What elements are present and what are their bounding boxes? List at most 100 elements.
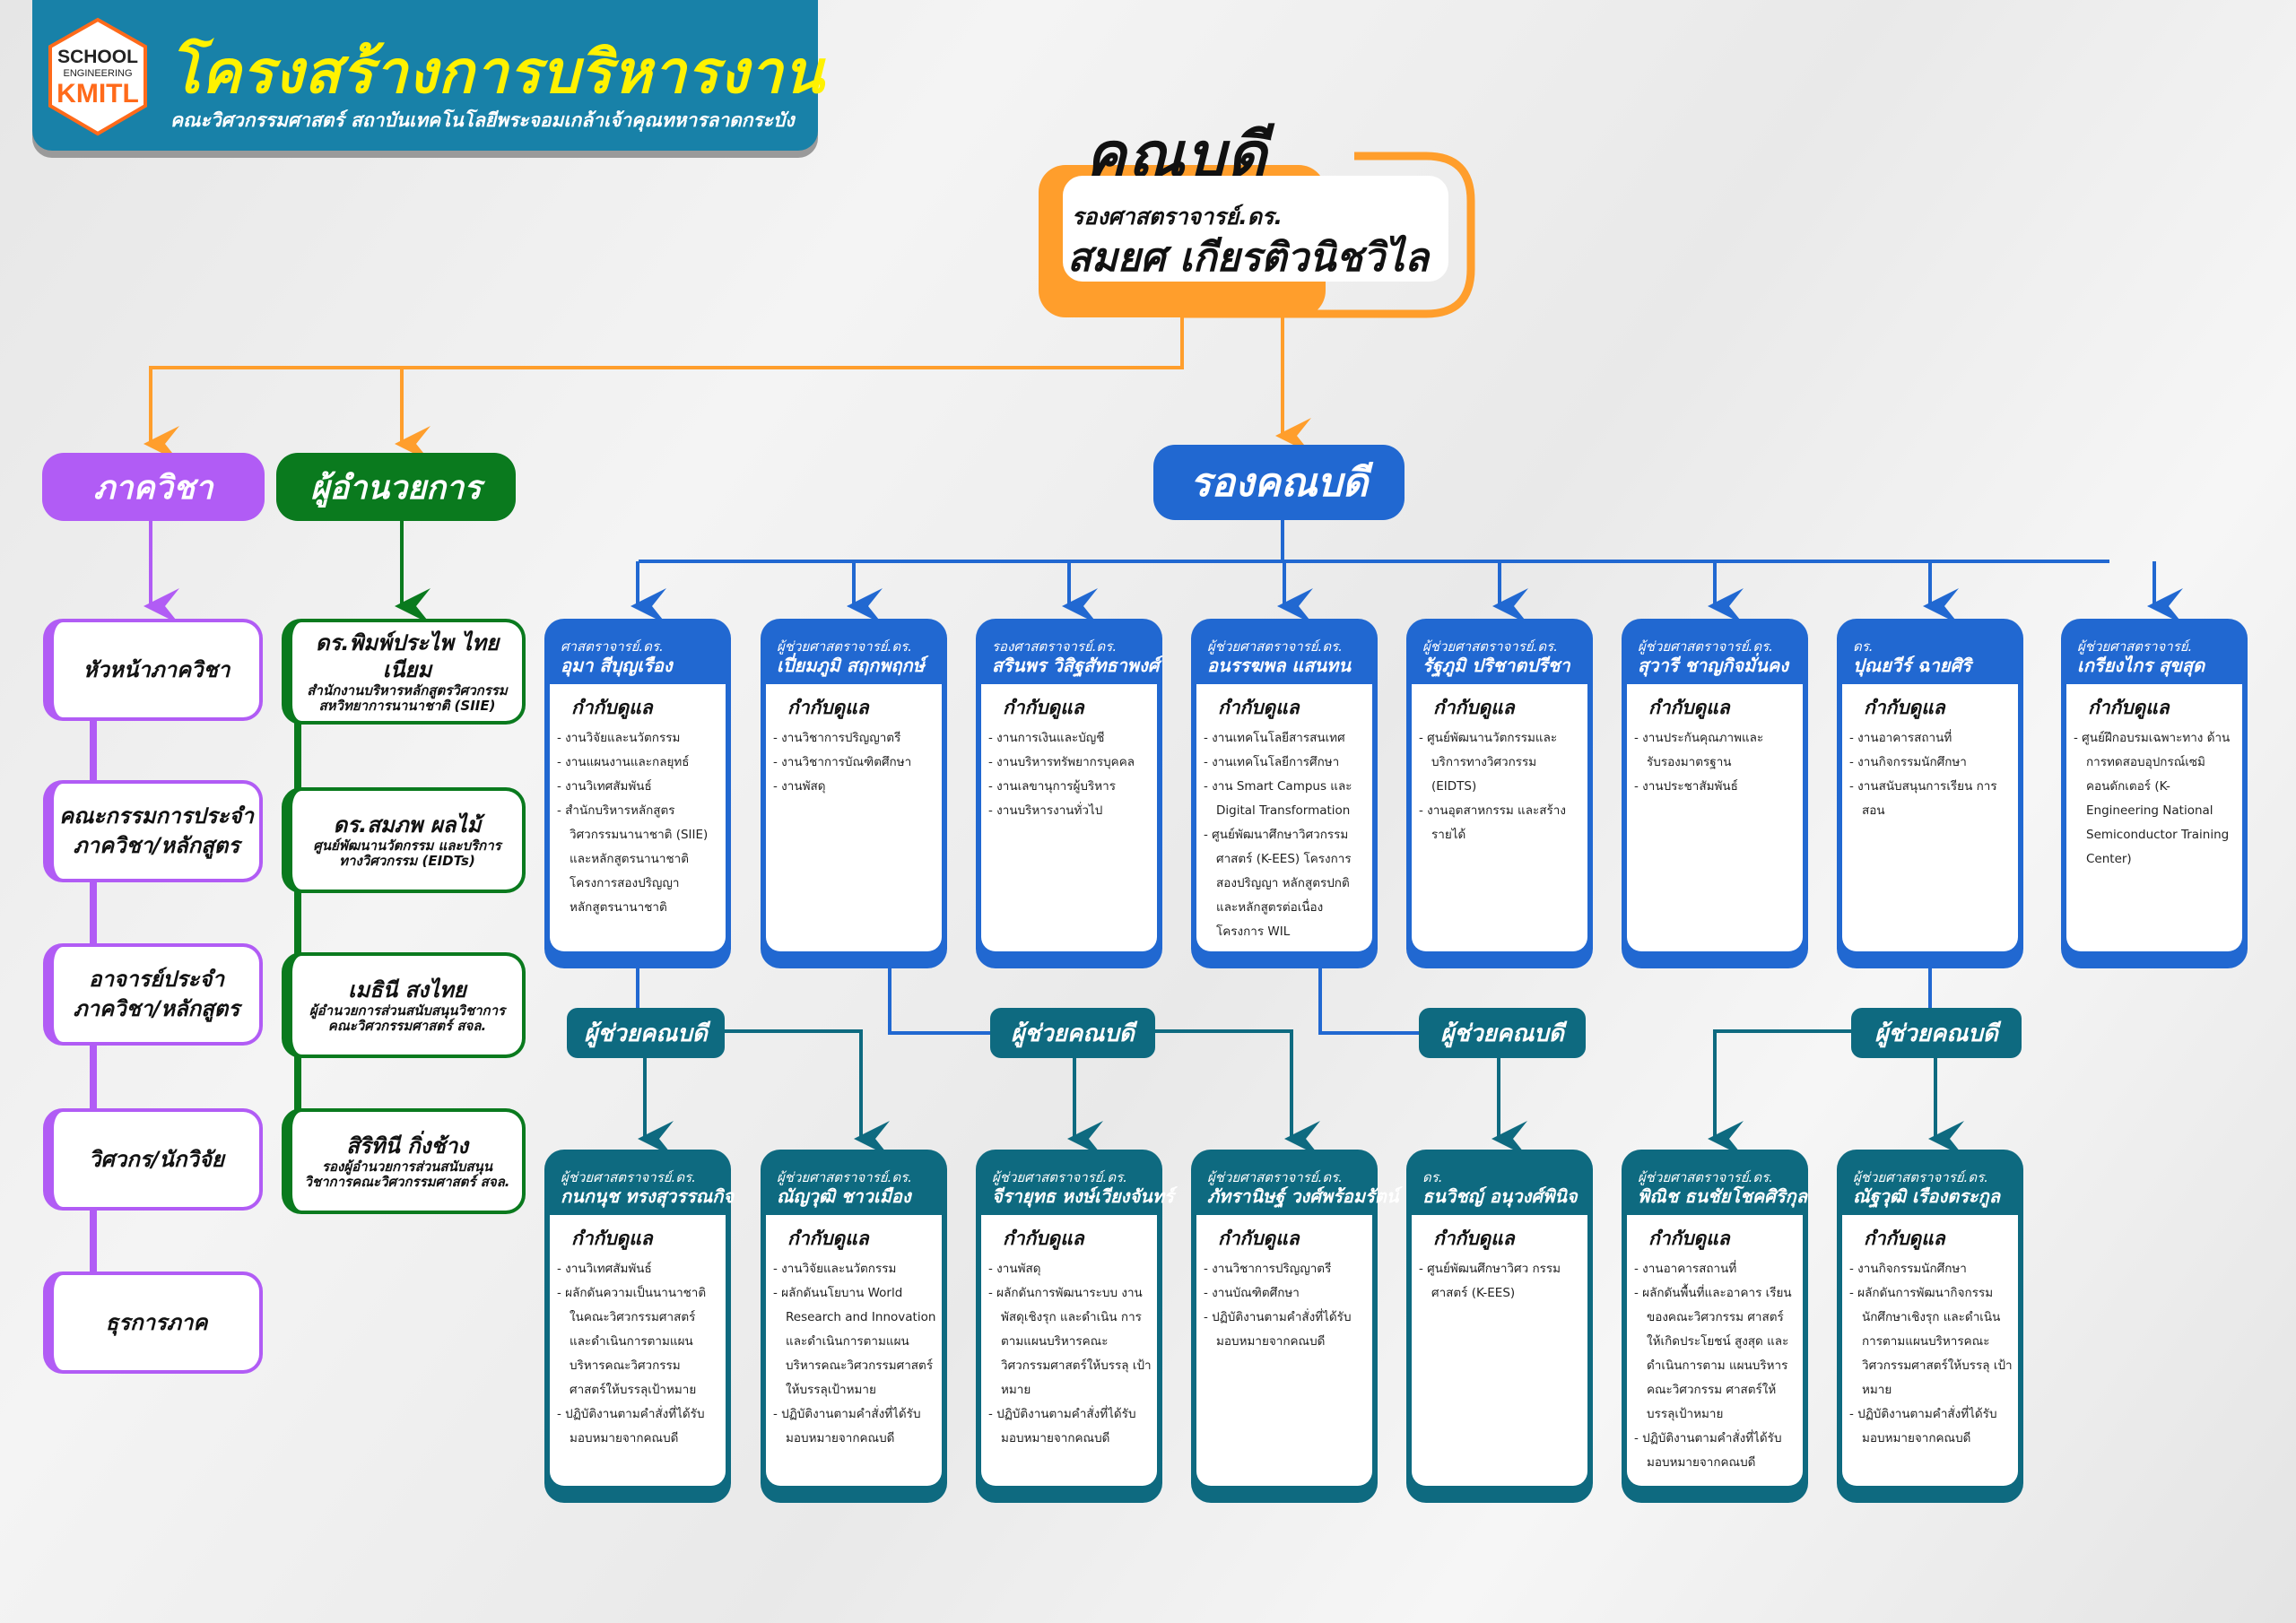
- duty-item: งานการเงินและบัญชี: [988, 726, 1152, 751]
- assistant-dean-card[interactable]: ผู้ช่วยศาสตราจารย์.ดร. พิณิช ธนชัยโชคศิร…: [1622, 1150, 1808, 1503]
- dean-card[interactable]: [1063, 176, 1448, 282]
- duty-list: งานเทคโนโลยีสารสนเทศงานเทคโนโลยีการศึกษา…: [1204, 726, 1367, 944]
- card-header: ผู้ช่วยศาสตราจารย์.ดร. ณัฐวุฒิ เรืองตระก…: [1842, 1150, 2018, 1215]
- duty-item: งานประชาสัมพันธ์: [1634, 775, 1797, 799]
- dept-item[interactable]: วิศวกร/นักวิจัย: [43, 1108, 263, 1211]
- director-card[interactable]: ดร.สมภพ ผลไม้ ศูนย์พัฒนานวัตกรรม และบริก…: [282, 787, 526, 893]
- card-rank: ผู้ช่วยศาสตราจารย์.ดร.: [777, 638, 912, 655]
- director-role: ศูนย์พัฒนานวัตกรรม และบริการทางวิศวกรรม …: [313, 838, 501, 869]
- card-header: ผู้ช่วยศาสตราจารย์.ดร. กนกนุช ทรงสุวรรณก…: [550, 1150, 734, 1215]
- assistant-dean-card[interactable]: ผู้ช่วยศาสตราจารย์.ดร. ณัฐวุฒิ เรืองตระก…: [1837, 1150, 2023, 1503]
- dept-item[interactable]: คณะกรรมการประจำ ภาควิชา/หลักสูตร: [43, 780, 263, 882]
- card-rank: ดร.: [1853, 638, 1874, 655]
- duty-item: ศูนย์ฝึกอบรมเฉพาะทาง ด้านการทดสอบอุปกรณ์…: [2074, 726, 2237, 872]
- assistant-deans-header[interactable]: ผู้ช่วยคณบดี: [990, 1008, 1155, 1058]
- card-person-name: ธนวิชญ์ อนุวงศ์พินิจ: [1422, 1185, 1578, 1207]
- duty-item: งานวิเทศสัมพันธ์: [557, 775, 720, 799]
- vice-dean-card[interactable]: ผู้ช่วยศาสตราจารย์.ดร. สุวารี ชาญกิจมั่น…: [1622, 619, 1808, 968]
- supervise-label: กำกับดูแล: [787, 1228, 869, 1249]
- duty-item: งานพัสดุ: [988, 1257, 1152, 1281]
- dept-item[interactable]: อาจารย์ประจำ ภาควิชา/หลักสูตร: [43, 943, 263, 1046]
- assistant-dean-card[interactable]: ผู้ช่วยศาสตราจารย์.ดร. กนกนุช ทรงสุวรรณก…: [544, 1150, 734, 1503]
- duty-list: ศูนย์พัฒนศึกษาวิศว กรรมศาสตร์ (K-EES): [1419, 1257, 1582, 1306]
- duty-item: งานประกันคุณภาพและ รับรองมาตรฐาน: [1634, 726, 1797, 775]
- card-person-name: สรินพร วิสิฐสัทธาพงศ์: [992, 655, 1160, 676]
- duty-item: งานอาคารสถานที่: [1849, 726, 2013, 751]
- card-rank: ผู้ช่วยศาสตราจารย์.ดร.: [992, 1169, 1127, 1185]
- card-body: กำกับดูแล งานวิชาการปริญญาตรีงานบัณฑิตศึ…: [1196, 1215, 1372, 1486]
- assistant-dean-card[interactable]: ดร. ธนวิชญ์ อนุวงศ์พินิจ กำกับดูแล ศูนย์…: [1406, 1150, 1593, 1503]
- duty-item: ปฏิบัติงานตามคำสั่งที่ได้รับ มอบหมายจากค…: [988, 1402, 1152, 1451]
- card-body: กำกับดูแล งานการเงินและบัญชีงานบริหารทรั…: [981, 684, 1157, 951]
- duty-list: งานกิจกรรมนักศึกษาผลักดันการพัฒนากิจกรรม…: [1849, 1257, 2013, 1451]
- svg-text:KMITL: KMITL: [57, 79, 139, 108]
- card-header: ผู้ช่วยศาสตราจารย์.ดร. เปี่ยมภูมิ สฤกพฤก…: [766, 619, 942, 684]
- card-header: ผู้ช่วยศาสตราจารย์.ดร. พิณิช ธนชัยโชคศิร…: [1627, 1150, 1807, 1215]
- vice-dean-card[interactable]: ผู้ช่วยศาสตราจารย์. เกรียงไกร สุขสุด กำก…: [2061, 619, 2248, 968]
- card-rank: ผู้ช่วยศาสตราจารย์.ดร.: [1207, 638, 1343, 655]
- svg-text:SCHOOL: SCHOOL: [57, 47, 138, 67]
- directors-header[interactable]: ผู้อำนวยการ: [276, 453, 516, 521]
- vice-dean-card[interactable]: ดร. ปุณยวีร์ ฉายศิริ กำกับดูแล งานอาคารส…: [1837, 619, 2023, 968]
- duty-list: งานอาคารสถานที่งานกิจกรรมนักศึกษางานสนับ…: [1849, 726, 2013, 823]
- card-person-name: อนรรฆพล แสนทน: [1207, 655, 1352, 676]
- duty-list: งานวิชาการปริญญาตรีงานวิชาการบัณฑิตศึกษา…: [773, 726, 936, 799]
- duty-list: งานวิจัยและนวัตกรรมงานแผนงานและกลยุทธ์งา…: [557, 726, 720, 920]
- duty-item: ผลักดันความเป็นนานาชาติ ในคณะวิศวกรรมศาส…: [557, 1281, 720, 1402]
- duty-list: ศูนย์ฝึกอบรมเฉพาะทาง ด้านการทดสอบอุปกรณ์…: [2074, 726, 2237, 872]
- card-body: กำกับดูแล ศูนย์ฝึกอบรมเฉพาะทาง ด้านการทด…: [2066, 684, 2242, 951]
- duty-item: งานบริหารทรัพยากรบุคคล: [988, 751, 1152, 775]
- assistant-deans-header[interactable]: ผู้ช่วยคณบดี: [567, 1008, 725, 1058]
- card-header: ศาสตราจารย์.ดร. อุมา สีบุญเรือง: [550, 619, 726, 684]
- assistant-dean-card[interactable]: ผู้ช่วยศาสตราจารย์.ดร. จีรายุทธ หงษ์เวีย…: [976, 1150, 1174, 1503]
- duty-item: ปฏิบัติงานตามคำสั่งที่ได้รับ มอบหมายจากค…: [1849, 1402, 2013, 1451]
- duty-item: งานแผนงานและกลยุทธ์: [557, 751, 720, 775]
- supervise-label: กำกับดูแล: [2088, 697, 2170, 718]
- director-name: ดร.สมภพ ผลไม้: [333, 812, 482, 838]
- card-rank: ผู้ช่วยศาสตราจารย์.ดร.: [561, 1169, 696, 1185]
- card-body: กำกับดูแล งานวิจัยและนวัตกรรมผลักดันนโยบ…: [766, 1215, 942, 1486]
- card-rank: ผู้ช่วยศาสตราจารย์.ดร.: [1207, 1169, 1343, 1185]
- card-rank: ผู้ช่วยศาสตราจารย์.ดร.: [1853, 1169, 1988, 1185]
- dept-item[interactable]: ธุรการภาค: [43, 1271, 263, 1374]
- dept-item[interactable]: หัวหน้าภาควิชา: [43, 619, 263, 721]
- card-person-name: สุวารี ชาญกิจมั่นคง: [1638, 655, 1789, 676]
- vice-deans-header[interactable]: รองคณบดี: [1153, 445, 1405, 520]
- vice-dean-card[interactable]: รองศาสตราจารย์.ดร. สรินพร วิสิฐสัทธาพงศ์…: [976, 619, 1162, 968]
- card-header: ผู้ช่วยศาสตราจารย์.ดร. ณัญวุฒิ ชาวเมือง: [766, 1150, 942, 1215]
- card-body: กำกับดูแล งานเทคโนโลยีสารสนเทศงานเทคโนโล…: [1196, 684, 1372, 951]
- duty-item: งานเลขานุการผู้บริหาร: [988, 775, 1152, 799]
- card-person-name: ภัทรานิษฐ์ วงศ์พร้อมรัตน์: [1207, 1185, 1399, 1207]
- director-name: ดร.พิมพ์ประไพ ไทยเนียม: [315, 630, 500, 682]
- vice-dean-card[interactable]: ผู้ช่วยศาสตราจารย์.ดร. รัฐภูมิ ปริชาตปรี…: [1406, 619, 1593, 968]
- assistant-dean-card[interactable]: ผู้ช่วยศาสตราจารย์.ดร. ภัทรานิษฐ์ วงศ์พร…: [1191, 1150, 1399, 1503]
- vice-dean-card[interactable]: ผู้ช่วยศาสตราจารย์.ดร. เปี่ยมภูมิ สฤกพฤก…: [761, 619, 947, 968]
- dean-name: สมยศ เกียรติวนิชวิไล: [1067, 235, 1430, 281]
- vice-dean-card[interactable]: ผู้ช่วยศาสตราจารย์.ดร. อนรรฆพล แสนทน กำก…: [1191, 619, 1378, 968]
- director-card[interactable]: ดร.พิมพ์ประไพ ไทยเนียม สำนักงานบริหารหลั…: [282, 619, 526, 725]
- duty-item: งานวิจัยและนวัตกรรม: [557, 726, 720, 751]
- card-header: ผู้ช่วยศาสตราจารย์.ดร. จีรายุทธ หงษ์เวีย…: [981, 1150, 1174, 1215]
- card-body: กำกับดูแล งานอาคารสถานที่งานกิจกรรมนักศึ…: [1842, 684, 2018, 951]
- svg-text:ENGINEERING: ENGINEERING: [63, 68, 132, 79]
- card-person-name: ณัญวุฒิ ชาวเมือง: [777, 1185, 911, 1207]
- duty-item: ผลักดันพื้นที่และอาคาร เรียนของคณะวิศวกร…: [1634, 1281, 1797, 1427]
- card-body: กำกับดูแล งานกิจกรรมนักศึกษาผลักดันการพั…: [1842, 1215, 2018, 1486]
- assistant-deans-header[interactable]: ผู้ช่วยคณบดี: [1419, 1008, 1586, 1058]
- duty-list: งานพัสดุผลักดันการพัฒนาระบบ งานพัสดุเชิง…: [988, 1257, 1152, 1451]
- card-body: กำกับดูแล ศูนย์พัฒนศึกษาวิศว กรรมศาสตร์ …: [1412, 1215, 1587, 1486]
- director-role: รองผู้อำนวยการส่วนสนับสนุน วิชาการคณะวิศ…: [304, 1159, 510, 1190]
- supervise-label: กำกับดูแล: [1433, 697, 1515, 718]
- duty-item: ผลักดันการพัฒนากิจกรรม นักศึกษาเชิงรุก แ…: [1849, 1281, 2013, 1402]
- director-card[interactable]: เมธินี สงไทย ผู้อำนวยการส่วนสนับสนุนวิชา…: [282, 952, 526, 1058]
- duty-item: ปฏิบัติงานตามคำสั่งที่ได้รับ มอบหมายจากค…: [773, 1402, 936, 1451]
- supervise-label: กำกับดูแล: [1003, 1228, 1084, 1249]
- duty-item: งานกิจกรรมนักศึกษา: [1849, 1257, 2013, 1281]
- duty-item: งานวิชาการปริญญาตรี: [773, 726, 936, 751]
- director-card[interactable]: สิริทินี กิ่งช้าง รองผู้อำนวยการส่วนสนับ…: [282, 1108, 526, 1214]
- departments-header[interactable]: ภาควิชา: [42, 453, 265, 521]
- assistant-deans-header[interactable]: ผู้ช่วยคณบดี: [1851, 1008, 2022, 1058]
- assistant-dean-card[interactable]: ผู้ช่วยศาสตราจารย์.ดร. ณัญวุฒิ ชาวเมือง …: [761, 1150, 947, 1503]
- vice-dean-card[interactable]: ศาสตราจารย์.ดร. อุมา สีบุญเรือง กำกับดูแ…: [544, 619, 731, 968]
- duty-item: งานพัสดุ: [773, 775, 936, 799]
